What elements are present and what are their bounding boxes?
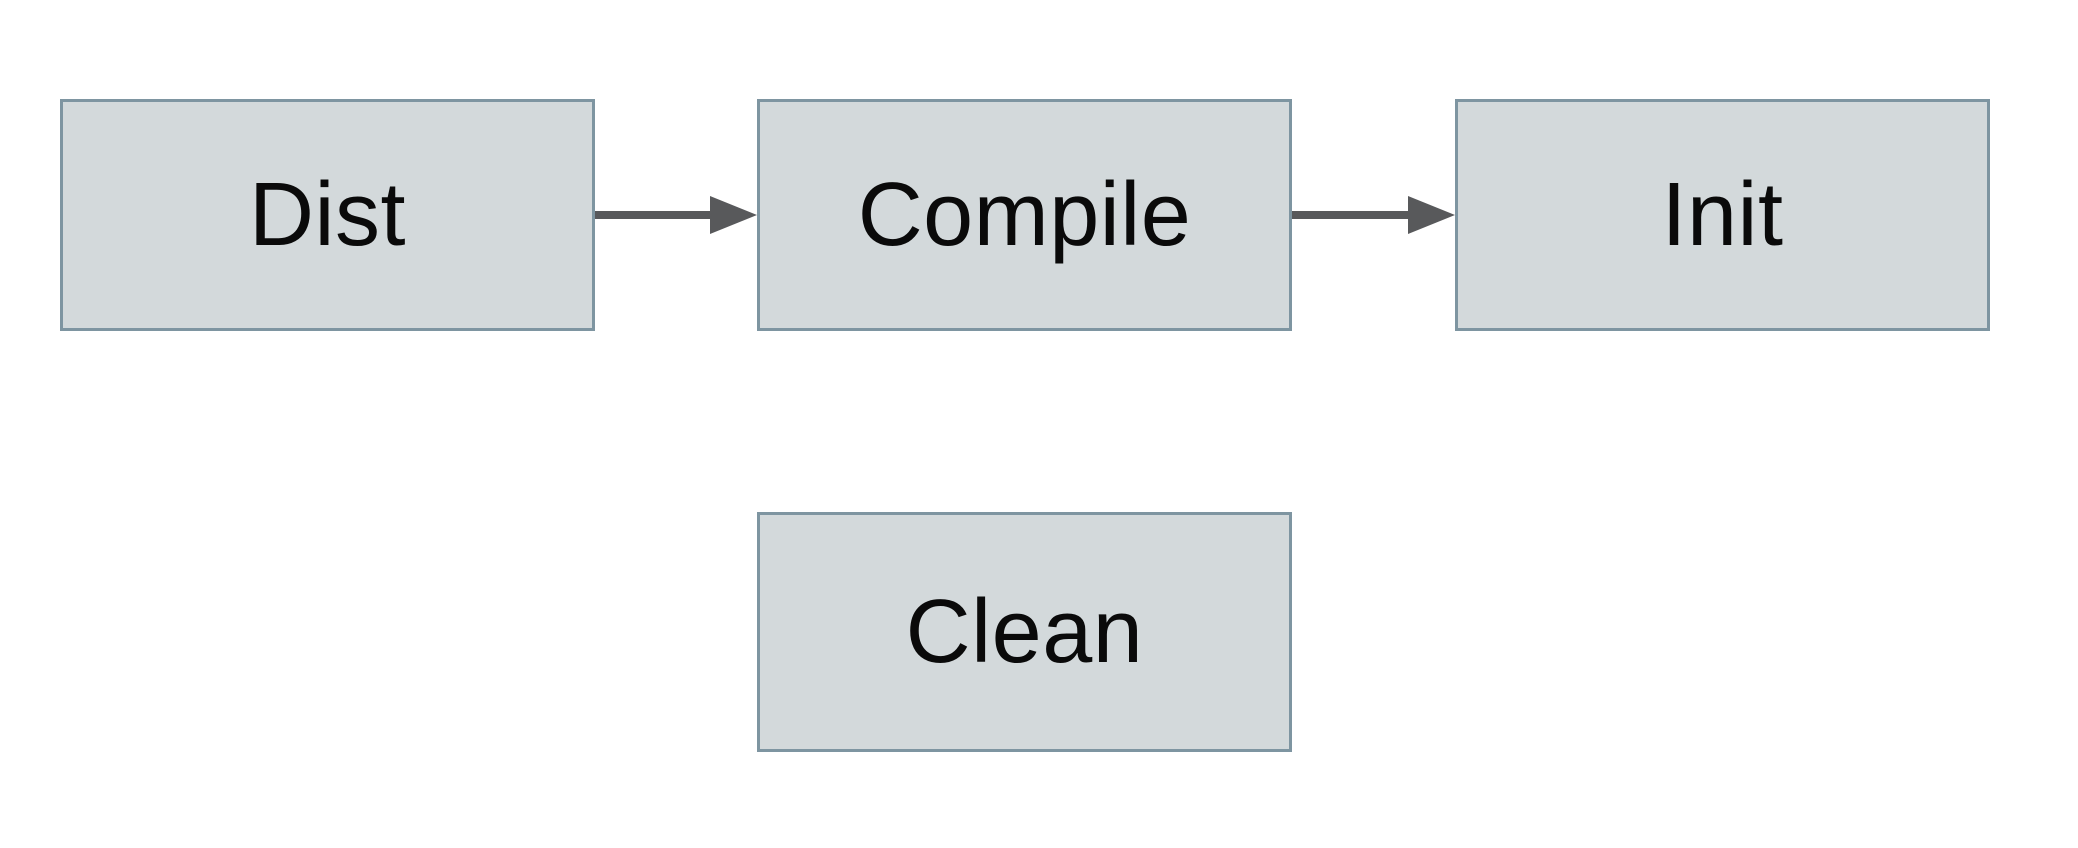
node-init: Init [1455,99,1990,331]
node-compile: Compile [757,99,1292,331]
arrow-dist-to-compile [595,196,757,234]
node-init-label: Init [1661,164,1784,265]
node-dist-label: Dist [249,164,406,265]
node-compile-label: Compile [857,164,1192,265]
arrow-compile-to-init [1292,196,1455,234]
node-clean-label: Clean [905,581,1144,682]
node-clean: Clean [757,512,1292,752]
node-dist: Dist [60,99,595,331]
